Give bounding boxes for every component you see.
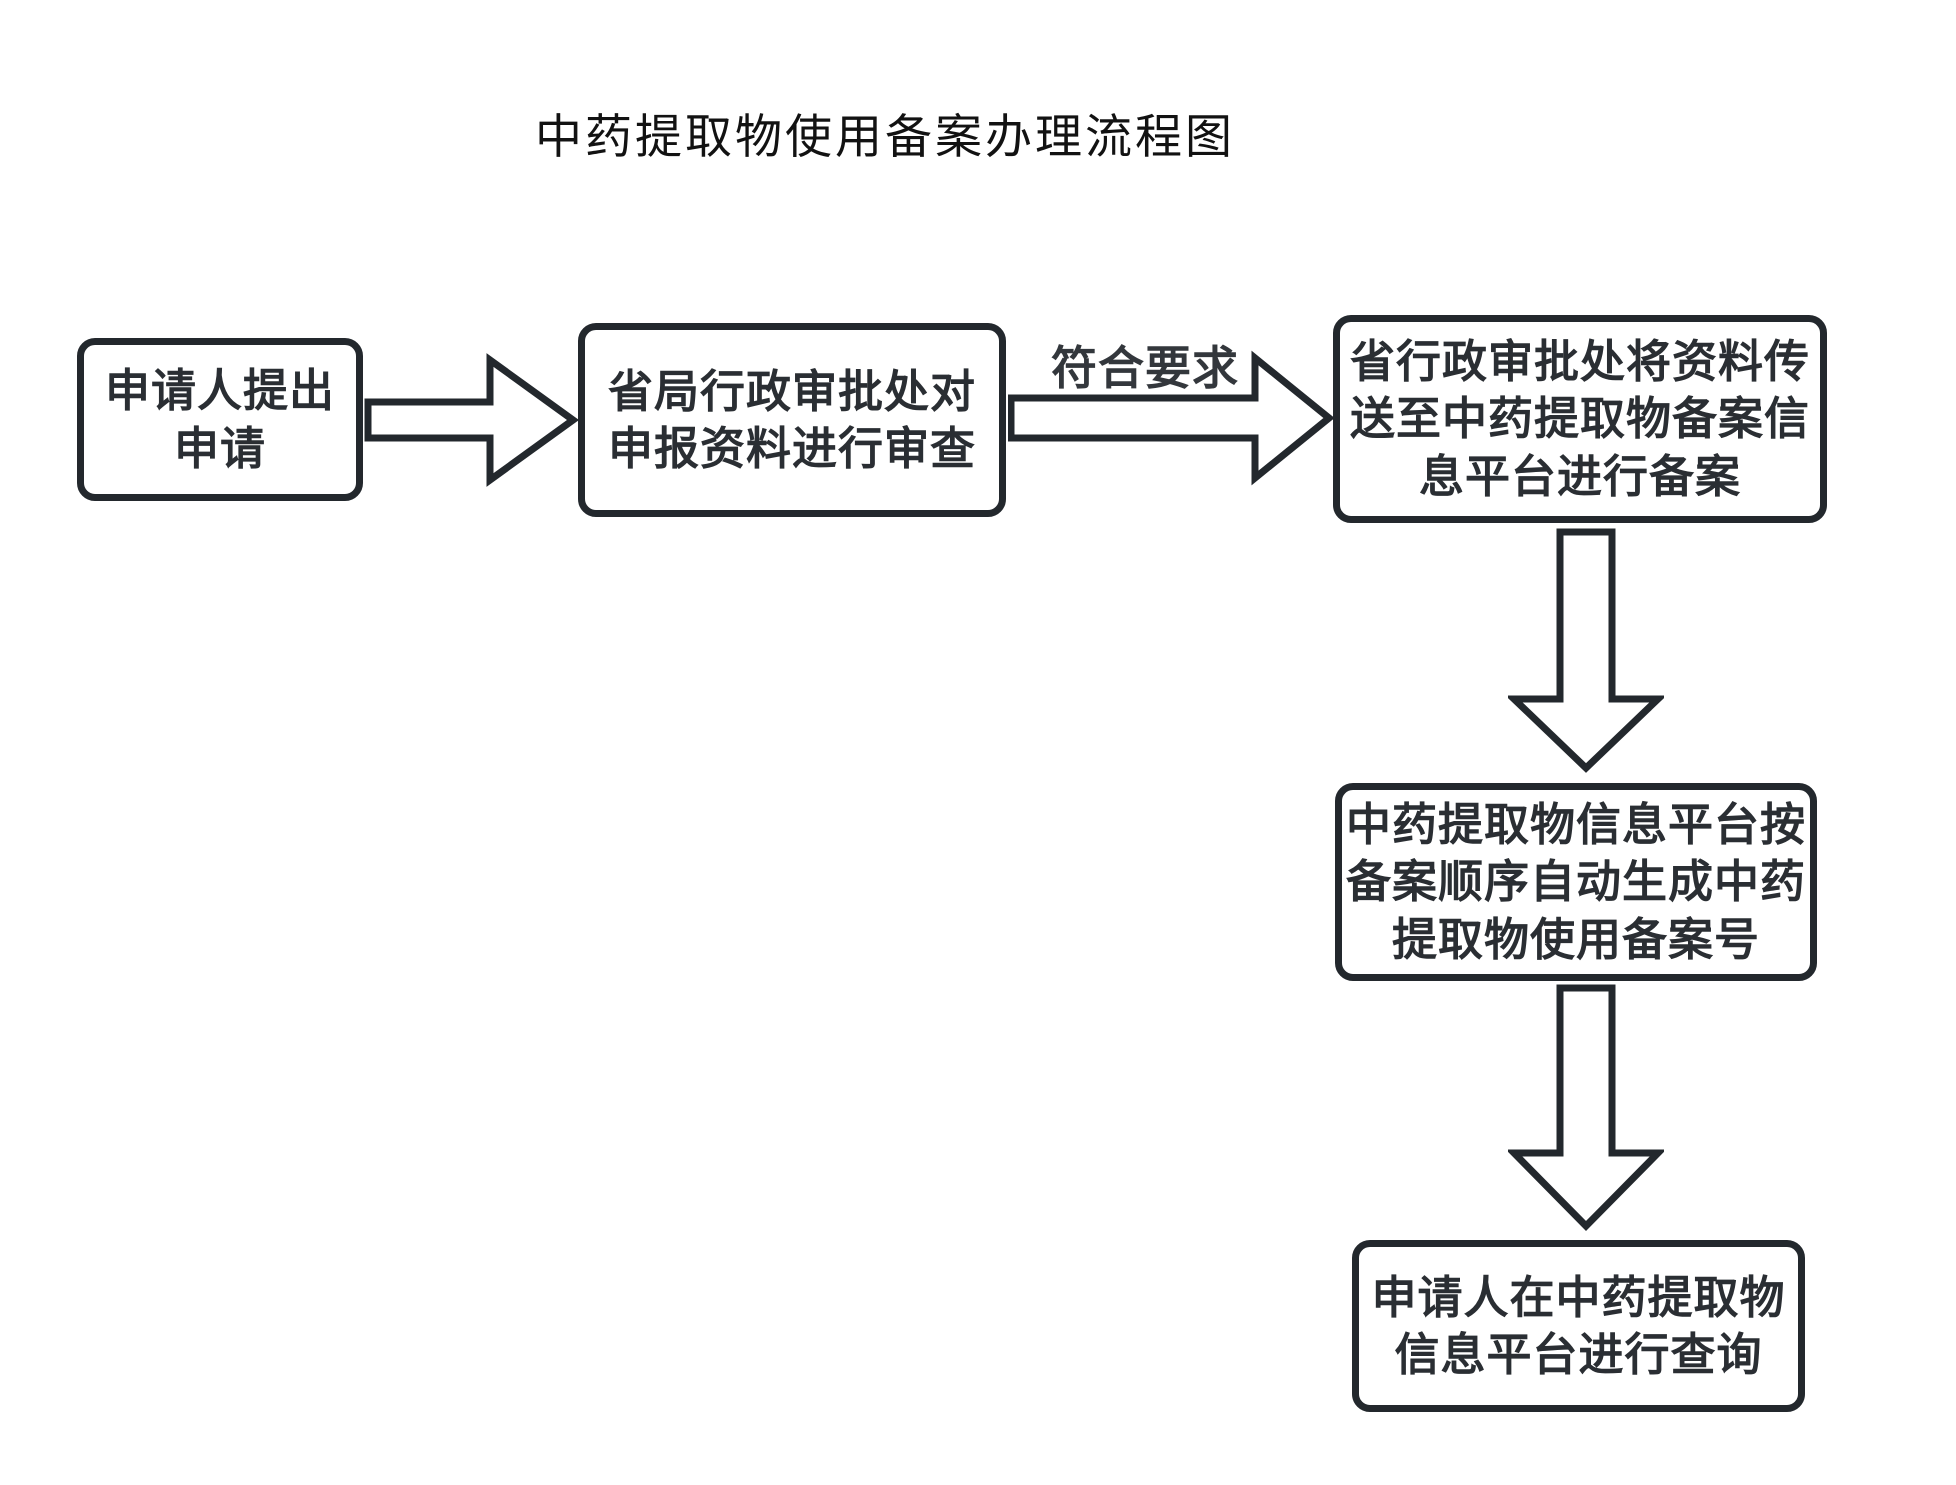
node-transfer-to-platform: 省行政审批处将资料传 送至中药提取物备案信 息平台进行备案	[1333, 315, 1827, 523]
flowchart-title: 中药提取物使用备案办理流程图	[535, 112, 1235, 164]
node-applicant-query: 申请人在中药提取物 信息平台进行查询	[1352, 1240, 1805, 1412]
node-applicant-submit: 申请人提出 申请	[77, 338, 363, 501]
arrow-right-icon	[364, 353, 578, 487]
arrow-down-icon	[1508, 984, 1664, 1231]
edge-label-meets-requirements: 符合要求	[1051, 342, 1239, 394]
arrow-right-icon	[1008, 350, 1334, 486]
arrow-down-icon	[1508, 528, 1664, 773]
node-generate-filing-number: 中药提取物信息平台按 备案顺序自动生成中药 提取物使用备案号	[1335, 783, 1817, 981]
node-provincial-review: 省局行政审批处对 申报资料进行审查	[578, 323, 1006, 517]
